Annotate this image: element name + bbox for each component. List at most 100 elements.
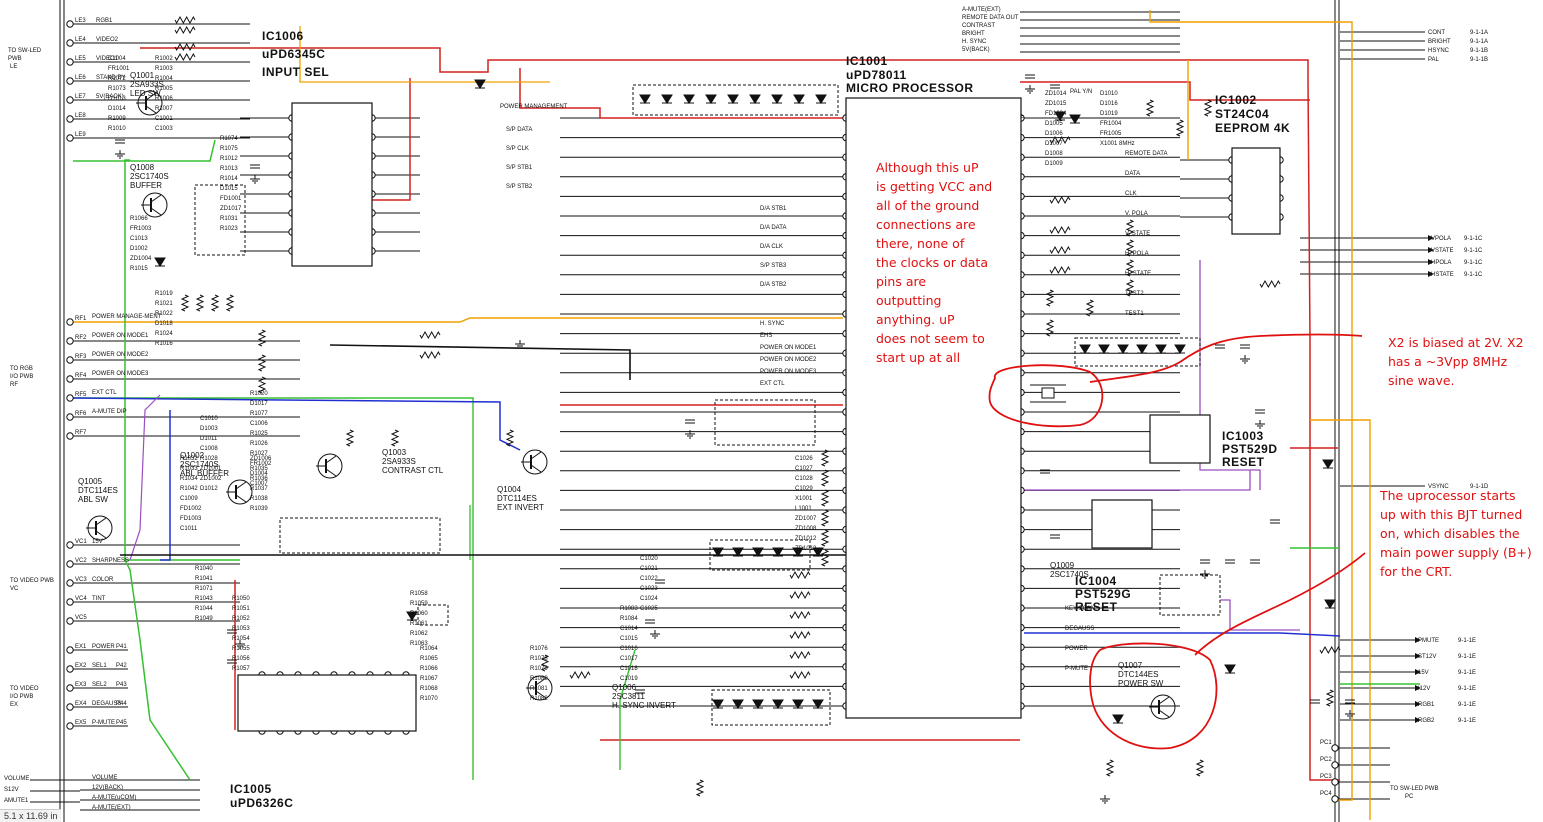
part-label: R1078 xyxy=(530,656,548,662)
bottom-value-label: 12V(BACK) xyxy=(92,785,123,791)
right-lower-signal: I12V xyxy=(1418,686,1430,692)
q1001-ref: Q1001 xyxy=(130,71,155,80)
part-label: R1043 xyxy=(195,596,213,602)
vsync-signal: VSYNC xyxy=(1428,484,1449,490)
part-label: D1008 xyxy=(1045,151,1063,157)
part-label: C1013 xyxy=(130,236,148,242)
le-pin-3 xyxy=(66,77,74,85)
q1005-icon xyxy=(95,517,107,526)
part-label: R1064 xyxy=(420,646,438,652)
diode-array-icon xyxy=(732,547,744,557)
part-label: R1013 xyxy=(220,166,238,172)
ex-net-label: P43 xyxy=(116,682,127,688)
ic1004-body xyxy=(1091,499,1153,549)
fr1002-network xyxy=(279,517,441,554)
part-label: C1008 xyxy=(200,446,218,452)
bottom-signal-label: S12V xyxy=(4,787,19,793)
fd1004-array xyxy=(1074,337,1201,367)
part-label: R1040 xyxy=(195,566,213,572)
black-bus-wire xyxy=(329,344,631,380)
part-label: R1006 xyxy=(155,96,173,102)
part-label: R1084 xyxy=(620,616,638,622)
connector-arrow-icon xyxy=(1415,637,1421,643)
ic1003-ref: IC1003 xyxy=(1222,429,1264,443)
part-label: R1007 xyxy=(155,106,173,112)
q1007-circle xyxy=(1089,642,1218,750)
ic1005-ref: IC1005 xyxy=(230,782,272,796)
vc-label: TO VIDEO PWB xyxy=(10,578,54,584)
resistor-icon xyxy=(390,429,400,447)
diode-array-icon xyxy=(712,547,724,557)
diode-icon xyxy=(1322,459,1334,469)
part-label: R1056 xyxy=(232,656,250,662)
resistor-icon xyxy=(820,449,830,467)
le-pin-label: LE4 xyxy=(75,37,86,43)
diode-array-icon xyxy=(1155,344,1167,354)
note-x2: X2 is biased at 2V. X2 has a ~3Vpp 8MHz … xyxy=(1388,335,1524,388)
right-mid-signal: HPOLA xyxy=(1431,260,1451,266)
x2-arrow-line xyxy=(1089,333,1363,383)
part-label: R1023 xyxy=(220,226,238,232)
ic1001-ref: IC1001 xyxy=(846,54,888,68)
part-label: R1025 xyxy=(250,431,268,437)
q1008-icon xyxy=(150,194,162,203)
resistor-icon xyxy=(569,670,591,680)
part-label: D1013 xyxy=(108,96,126,102)
diode-icon xyxy=(1069,114,1081,124)
diode-array-icon xyxy=(772,699,784,709)
connector-arrow-icon xyxy=(1415,717,1421,723)
diode-array-icon xyxy=(812,547,824,557)
resistor-icon xyxy=(1085,299,1095,317)
right-mid-ref: 9-1-1C xyxy=(1464,260,1483,266)
part-label: R1072 xyxy=(108,76,126,82)
part-label: ZD1015 xyxy=(1045,101,1067,107)
ex-pin-2 xyxy=(66,684,74,692)
part-label: D1004 xyxy=(250,471,268,477)
part-label: R1020 xyxy=(250,391,268,397)
top-signal-label: A-MUTE(EXT) xyxy=(962,7,1001,13)
part-label: R1070 xyxy=(420,696,438,702)
part-label: ZD1007 xyxy=(795,516,817,522)
part-label: R1038 xyxy=(250,496,268,502)
bus-label: P-MUTE xyxy=(1065,666,1088,672)
note1-line3: connections are xyxy=(876,217,976,232)
rf-pin-label: RF7 xyxy=(75,430,87,436)
le-signal-label: STAND BY xyxy=(96,75,126,81)
part-label: D1006 xyxy=(1045,131,1063,137)
bus-label: D/A DATA xyxy=(760,225,786,231)
part-label: C1007 xyxy=(250,481,268,487)
part-label: R1049 xyxy=(195,616,213,622)
le-pin-1 xyxy=(66,39,74,47)
right-mid-ref: 9-1-1C xyxy=(1464,248,1483,254)
diode-array-icon xyxy=(705,94,717,104)
right-lower-ref: 9-1-1E xyxy=(1458,702,1476,708)
part-label: R1004 xyxy=(155,76,173,82)
pc-pin-label: PC1 xyxy=(1320,740,1332,746)
q1007-ref: Q1007 xyxy=(1118,661,1143,670)
purple-wire xyxy=(1020,470,1251,491)
ex-net-label: P45 xyxy=(116,720,127,726)
part-label: R1031 xyxy=(220,216,238,222)
q1007-icon xyxy=(1158,696,1170,705)
part-label: D1007 xyxy=(1045,141,1063,147)
part-label: R1058 xyxy=(410,591,428,597)
orange-wire xyxy=(1310,419,1371,820)
connector-arrow-icon xyxy=(1428,271,1434,277)
bus-label: POWER ON MODE2 xyxy=(760,357,817,363)
resistor-icon xyxy=(1175,119,1185,137)
diode-icon xyxy=(154,257,166,267)
rf-pin-1 xyxy=(66,337,74,345)
crystal-icon xyxy=(1041,387,1055,399)
q1001-icon xyxy=(145,92,157,101)
bus-label: H. POLA xyxy=(1125,251,1149,257)
diode-array-icon xyxy=(749,94,761,104)
diode-array-icon xyxy=(772,547,784,557)
ic1005-part: uPD6326C xyxy=(230,796,293,810)
vc-signal-label: COLOR xyxy=(92,577,114,583)
ic1006-func: INPUT SEL xyxy=(262,65,329,79)
ic1004-part: PST529G xyxy=(1075,587,1131,601)
diode-array-icon xyxy=(815,94,827,104)
le-pin-label: LE8 xyxy=(75,113,86,119)
part-label: D1019 xyxy=(1100,111,1118,117)
top-signal-label: H. SYNC xyxy=(962,39,987,45)
